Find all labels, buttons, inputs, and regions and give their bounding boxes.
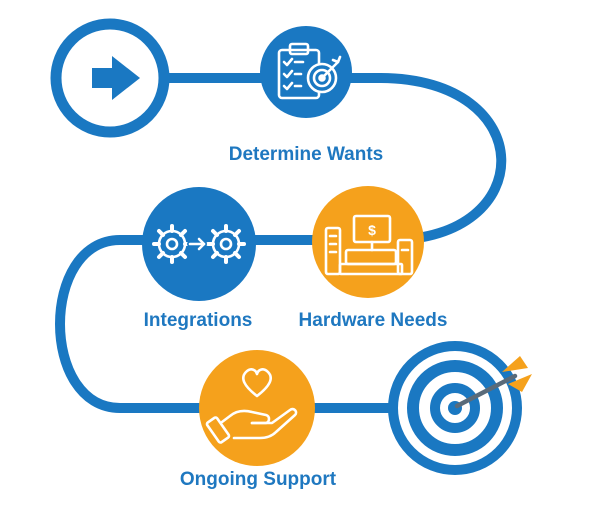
target-arrow-icon [407, 356, 532, 456]
start-node [50, 18, 170, 138]
arrow-right-icon [92, 56, 140, 100]
clipboard-target-icon [277, 42, 342, 100]
wants-node [260, 26, 352, 118]
hardware-node: $ [312, 186, 424, 298]
gears-icon [152, 224, 246, 264]
support-node [199, 350, 315, 466]
cash-register-icon: $ [324, 214, 414, 276]
hand-heart-icon [205, 368, 298, 444]
integrations-node [142, 187, 256, 301]
step-label-determine-wants: Determine Wants [228, 144, 384, 165]
step-label-hardware-needs: Hardware Needs [298, 310, 448, 331]
goal-node [388, 341, 532, 475]
step-label-ongoing-support: Ongoing Support [179, 469, 337, 490]
step-label-integrations: Integrations [143, 310, 253, 331]
svg-text:$: $ [368, 222, 376, 238]
